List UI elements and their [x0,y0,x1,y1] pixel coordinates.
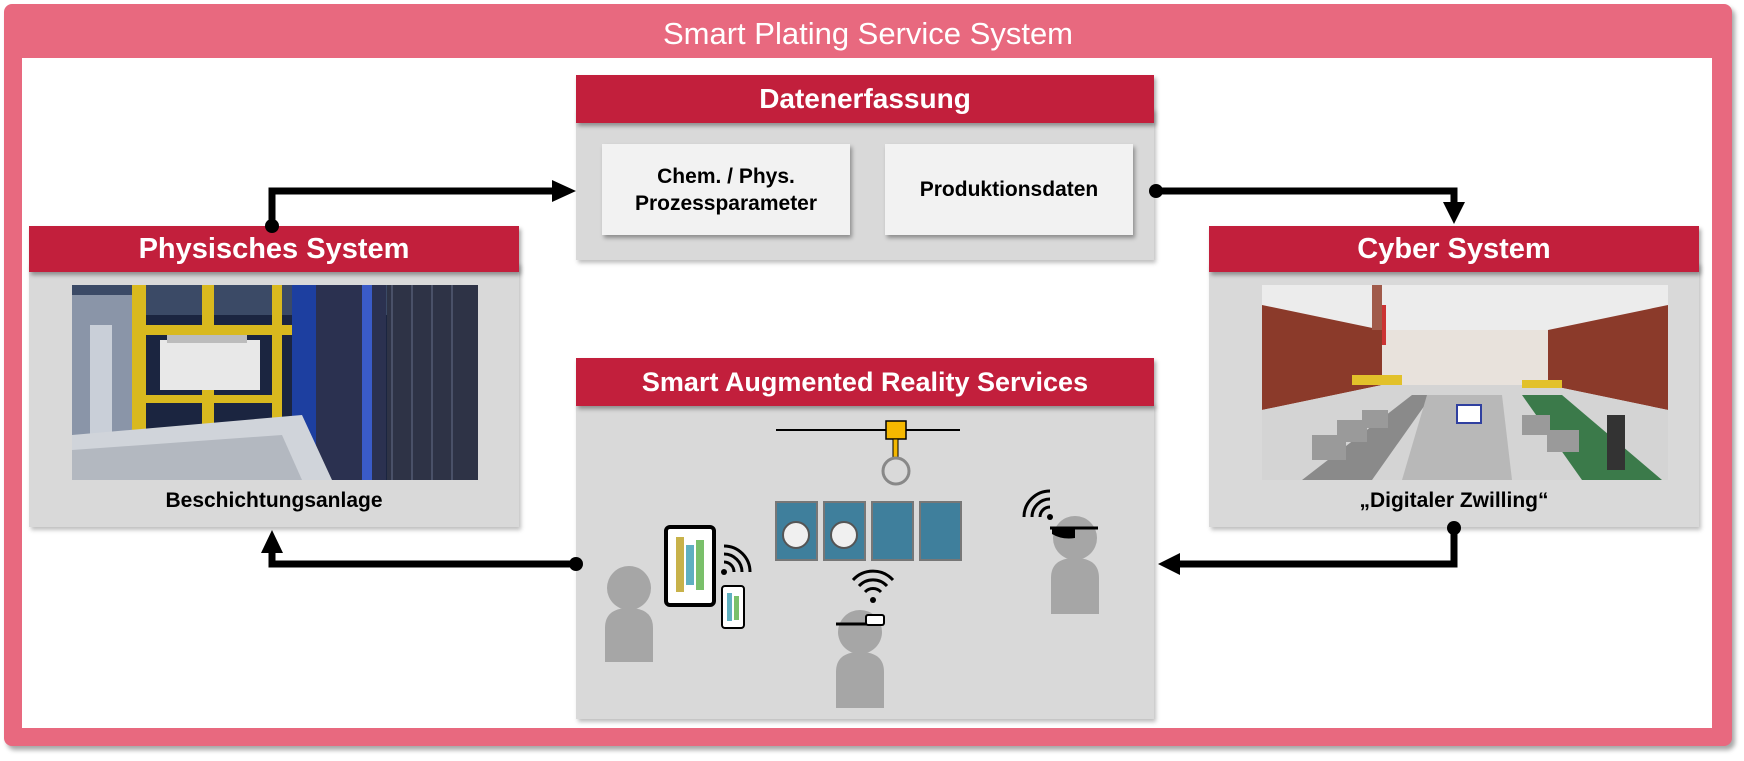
digital-twin-caption: „Digitaler Zwilling“ [1359,489,1549,512]
production-data-card: Produktionsdaten [885,144,1133,235]
cyber-system-header: Cyber System [1209,226,1699,272]
tablet-icon [664,525,716,607]
person-with-ar-glasses-center-icon [836,610,885,708]
ar-services-header: Smart Augmented Reality Services [576,358,1154,406]
crane-hoist-icon [776,420,960,486]
process-parameters-card: Chem. / Phys. Prozessparameter [602,144,850,235]
wifi-icon-tablet [721,544,752,575]
person-with-ar-glasses-right-icon [1050,516,1099,614]
process-parameters-line1: Chem. / Phys. [657,164,795,188]
arrow-physical-to-data-acquisition [265,180,576,233]
plating-plant-image [72,285,478,480]
person-with-tablet-icon [605,566,653,662]
arrow-data-acquisition-to-cyber [1149,184,1465,224]
plating-plant-caption: Beschichtungsanlage [165,489,383,512]
wifi-icon-center [851,569,895,603]
datenerfassung-header: Datenerfassung [576,75,1154,123]
physical-system-header: Physisches System [29,226,519,272]
plating-tanks-icon [775,501,962,561]
process-parameters-line2: Prozessparameter [634,191,818,215]
digital-twin-image [1262,285,1668,480]
digital-twin-render [1262,285,1668,480]
wifi-icon-right [1022,489,1053,520]
plating-plant-photo [72,285,478,480]
diagram-title: Smart Plating Service System [662,16,1074,51]
smartphone-icon [721,585,745,629]
arrow-cyber-to-ar-services [1158,521,1461,575]
arrow-ar-services-to-physical [261,530,583,571]
